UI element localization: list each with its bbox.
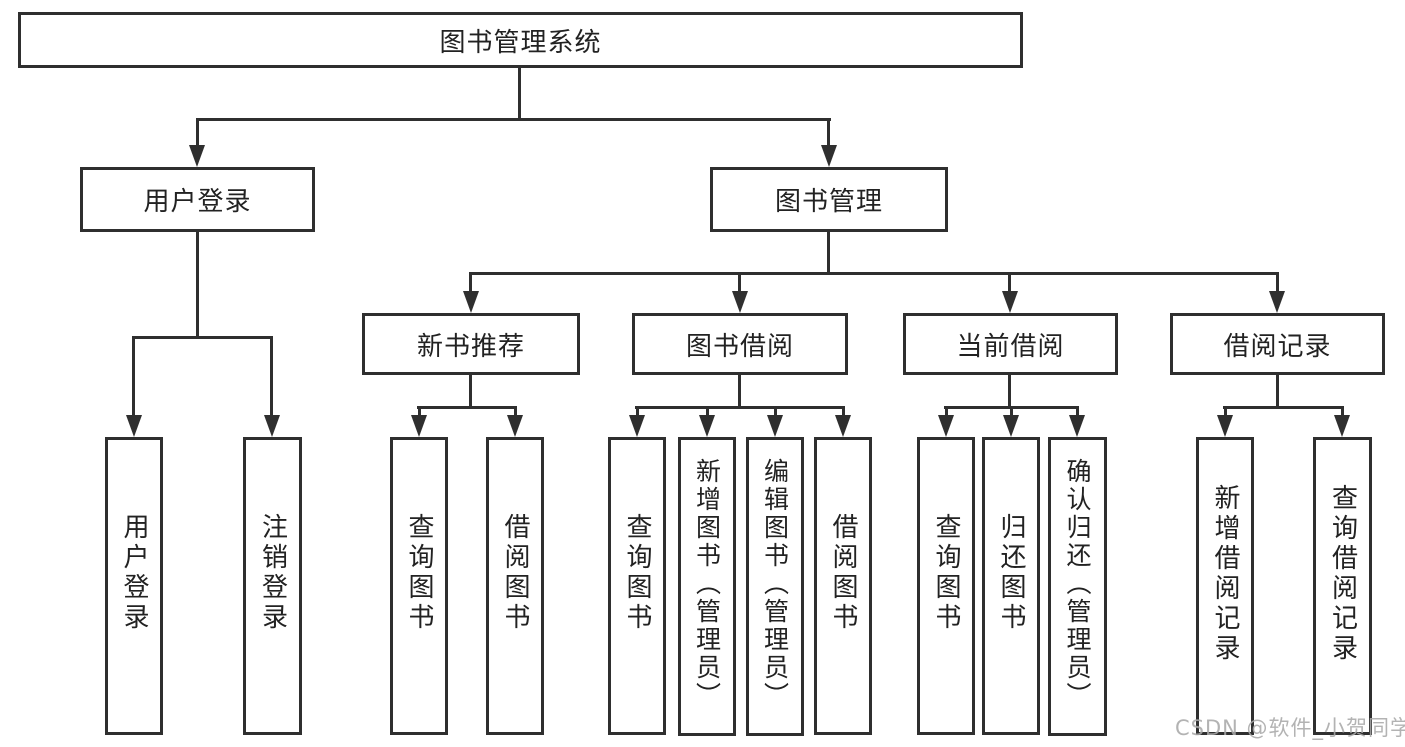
- node-label: 借阅图书: [500, 513, 531, 633]
- node-current-borrowing: 当前借阅: [903, 313, 1118, 375]
- node-label: 图书管理: [774, 187, 883, 217]
- connector: [518, 68, 521, 118]
- leaf-query-books-newbooks: 查询图书: [390, 437, 448, 735]
- leaf-logout: 注销登录: [243, 437, 302, 735]
- node-label: 借阅记录: [1223, 331, 1332, 362]
- connector: [417, 406, 517, 409]
- connector: [1008, 272, 1011, 293]
- node-user-login: 用户登录: [80, 167, 315, 232]
- connector: [636, 406, 639, 418]
- connector: [132, 336, 273, 339]
- leaf-query-borrow-record: 查询借阅记录: [1313, 437, 1372, 735]
- leaf-edit-book-admin: 编辑图书（管理员）: [746, 437, 804, 736]
- connector: [469, 272, 472, 293]
- connector: [827, 118, 830, 147]
- node-book-borrowing: 图书借阅: [632, 313, 848, 375]
- arrowhead-down-icon: [463, 291, 479, 313]
- connector: [842, 406, 845, 418]
- node-label: 图书管理系统: [439, 27, 602, 58]
- connector: [945, 406, 948, 418]
- node-label: 当前借阅: [956, 331, 1065, 362]
- leaf-query-books-borrowing: 查询图书: [608, 437, 666, 735]
- node-label: 查询图书: [931, 513, 962, 633]
- leaf-return-book: 归还图书: [982, 437, 1040, 735]
- connector: [1224, 406, 1227, 418]
- connector: [270, 336, 273, 416]
- arrowhead-down-icon: [1269, 291, 1285, 313]
- leaf-query-books-current: 查询图书: [917, 437, 975, 735]
- node-new-book-recommend: 新书推荐: [362, 313, 580, 375]
- arrowhead-down-icon: [1003, 415, 1019, 437]
- node-label: 借阅图书: [828, 513, 859, 633]
- connector: [1223, 406, 1344, 409]
- arrowhead-down-icon: [1217, 415, 1233, 437]
- connector: [827, 232, 830, 272]
- leaf-borrow-books-borrowing: 借阅图书: [814, 437, 872, 735]
- arrowhead-down-icon: [732, 291, 748, 313]
- node-label: 编辑图书（管理员）: [760, 457, 790, 710]
- connector: [196, 118, 831, 121]
- arrowhead-down-icon: [835, 415, 851, 437]
- node-label: 查询图书: [622, 513, 653, 633]
- node-label: 查询图书: [404, 513, 435, 633]
- node-label: 新书推荐: [416, 331, 525, 362]
- leaf-add-borrow-record: 新增借阅记录: [1196, 437, 1254, 735]
- arrowhead-down-icon: [1069, 415, 1085, 437]
- arrowhead-down-icon: [699, 415, 715, 437]
- connector: [1008, 375, 1011, 406]
- arrowhead-down-icon: [1334, 415, 1350, 437]
- connector: [1276, 272, 1279, 293]
- connector: [469, 375, 472, 406]
- connector: [706, 406, 709, 418]
- csdn-watermark: CSDN @软件_小贺同学: [1175, 716, 1405, 740]
- node-label: 新增借阅记录: [1210, 484, 1241, 664]
- connector: [738, 272, 741, 293]
- connector: [738, 375, 741, 406]
- node-label: 图书借阅: [685, 331, 794, 362]
- connector: [635, 406, 845, 409]
- arrowhead-down-icon: [767, 415, 783, 437]
- connector: [132, 336, 135, 416]
- leaf-add-book-admin: 新增图书（管理员）: [678, 437, 736, 736]
- connector: [1076, 406, 1079, 418]
- arrowhead-down-icon: [1002, 291, 1018, 313]
- connector: [469, 272, 1279, 275]
- connector: [514, 406, 517, 418]
- arrowhead-down-icon: [821, 145, 837, 167]
- arrowhead-down-icon: [629, 415, 645, 437]
- node-label: 查询借阅记录: [1327, 484, 1358, 664]
- node-label: 新增图书（管理员）: [692, 457, 722, 710]
- connector: [1341, 406, 1344, 418]
- arrowhead-down-icon: [411, 415, 427, 437]
- arrowhead-down-icon: [126, 415, 142, 437]
- arrowhead-down-icon: [507, 415, 523, 437]
- leaf-borrow-books-newbooks: 借阅图书: [486, 437, 544, 735]
- arrowhead-down-icon: [264, 415, 280, 437]
- connector: [774, 406, 777, 418]
- node-label: 用户登录: [143, 187, 252, 217]
- node-label: 注销登录: [257, 513, 288, 633]
- connector: [196, 232, 199, 336]
- connector: [196, 118, 199, 147]
- node-book-management: 图书管理: [710, 167, 948, 232]
- node-label: 归还图书: [996, 513, 1027, 633]
- node-label: 确认归还（管理员）: [1063, 457, 1092, 710]
- node-library-management-system: 图书管理系统: [18, 12, 1023, 68]
- node-borrowing-records: 借阅记录: [1170, 313, 1385, 375]
- leaf-confirm-return-admin: 确认归还（管理员）: [1048, 437, 1107, 736]
- arrowhead-down-icon: [189, 145, 205, 167]
- connector: [1010, 406, 1013, 418]
- arrowhead-down-icon: [938, 415, 954, 437]
- connector: [418, 406, 421, 418]
- node-label: 用户登录: [119, 513, 150, 633]
- leaf-user-login: 用户登录: [105, 437, 163, 735]
- connector: [1276, 375, 1279, 406]
